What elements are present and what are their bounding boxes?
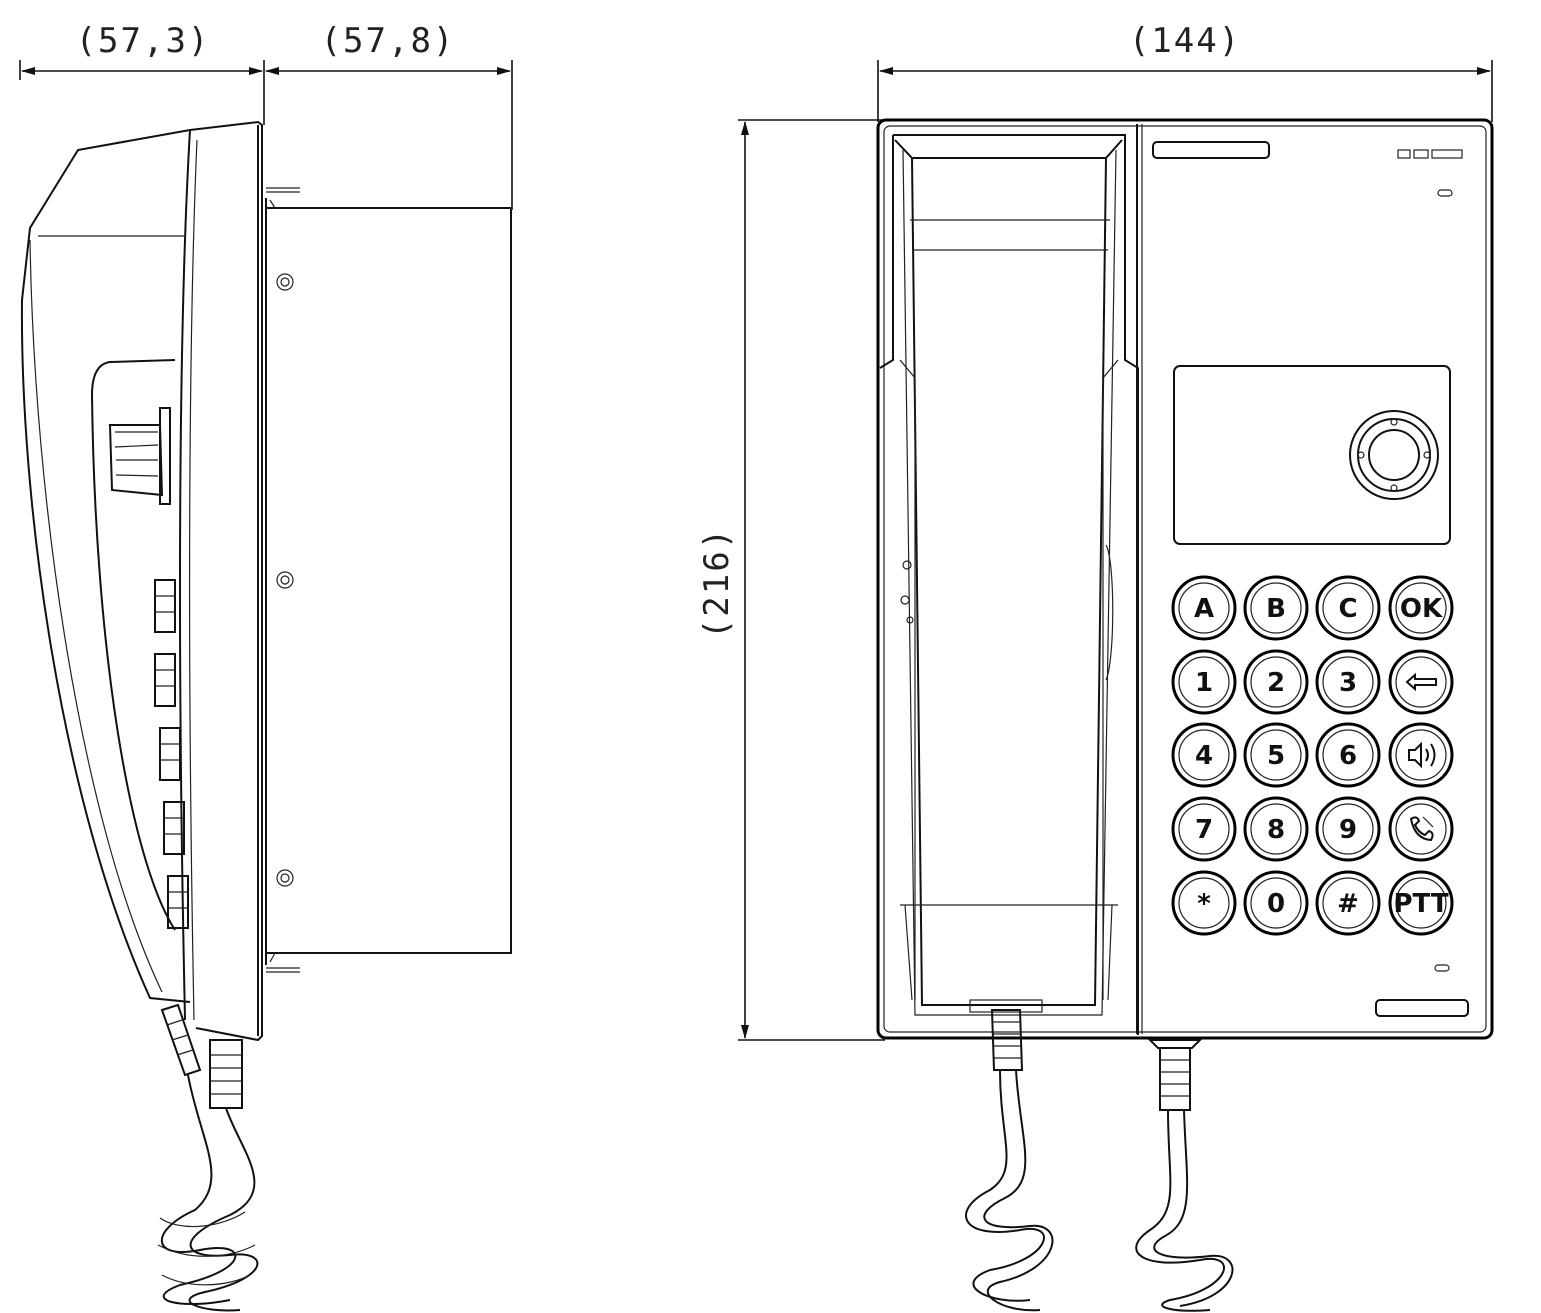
keypad-key-label: OK — [1400, 594, 1443, 624]
keypad-key[interactable]: C — [1315, 575, 1381, 641]
keypad-key[interactable]: A — [1171, 575, 1237, 641]
keypad-key[interactable]: 6 — [1315, 722, 1381, 788]
dimension-depth-left-label: (57,3) — [76, 21, 211, 61]
dimension-height: (216) — [697, 119, 885, 1041]
keypad-key[interactable]: 9 — [1315, 796, 1381, 862]
keypad-key[interactable]: 4 — [1171, 722, 1237, 788]
keypad-key[interactable] — [1388, 722, 1454, 788]
keypad-key[interactable]: 8 — [1243, 796, 1309, 862]
keypad-key-label: 3 — [1339, 668, 1357, 698]
coiled-cord-side — [157, 1074, 259, 1312]
keypad-key[interactable]: * — [1171, 870, 1237, 936]
top-label-slot — [1152, 141, 1270, 159]
keypad-key-label: C — [1338, 594, 1357, 624]
dimension-height-label: (216) — [697, 527, 737, 639]
dimension-width: (144) — [877, 21, 1493, 122]
status-led-icon — [1397, 149, 1463, 159]
speaker-icon — [1408, 741, 1436, 769]
keypad-key-label: 9 — [1339, 815, 1357, 845]
front-plate-side — [178, 120, 263, 1042]
keypad-key-label: A — [1194, 594, 1214, 624]
keypad-key-label: 0 — [1267, 889, 1285, 919]
keypad-key[interactable]: 7 — [1171, 796, 1237, 862]
screw-icon — [276, 869, 294, 887]
microphone-slot-top — [1437, 189, 1453, 197]
keypad-key-label: 7 — [1195, 815, 1213, 845]
screw-icon — [276, 273, 294, 291]
camera-window — [1173, 365, 1451, 545]
dimension-width-label: (144) — [1129, 21, 1241, 61]
keypad-key-label: # — [1337, 889, 1359, 919]
keypad-key[interactable]: 2 — [1243, 649, 1309, 715]
cord-connector-side — [160, 1003, 243, 1109]
keypad-key-label: 5 — [1267, 741, 1285, 771]
keypad-key-label: 1 — [1195, 668, 1213, 698]
volume-knob-side — [108, 407, 171, 505]
hook-switch — [900, 544, 1114, 681]
side-buttons — [154, 579, 189, 929]
keypad-key-label: 6 — [1339, 741, 1357, 771]
coiled-cord-front-handset — [965, 1069, 1054, 1312]
dimension-depth-left: (57,3) — [19, 21, 265, 125]
cord-connector-front-handset — [990, 1009, 1024, 1071]
keypad-key[interactable]: B — [1243, 575, 1309, 641]
dimension-depth-right-label: (57,8) — [321, 21, 456, 61]
keypad-key[interactable]: 0 — [1243, 870, 1309, 936]
backspace-icon — [1405, 672, 1437, 692]
handset-side — [20, 129, 191, 1003]
keypad-key[interactable]: # — [1315, 870, 1381, 936]
handset-front — [879, 134, 1139, 1035]
keypad-key-label: * — [1197, 889, 1211, 919]
mounting-box — [265, 187, 512, 973]
keypad-key[interactable]: OK — [1388, 575, 1454, 641]
hangup-icon — [1409, 816, 1434, 842]
camera-lens-icon — [1349, 410, 1439, 500]
keypad-key[interactable]: 1 — [1171, 649, 1237, 715]
coiled-cord-front-base — [1135, 1109, 1234, 1312]
bottom-label-slot — [1375, 999, 1469, 1017]
screw-icon — [276, 571, 294, 589]
dimension-depth-right: (57,8) — [265, 21, 513, 210]
keypad-key[interactable]: PTT — [1388, 870, 1454, 936]
microphone-slot-bottom — [1434, 964, 1450, 972]
keypad-key[interactable]: 3 — [1315, 649, 1381, 715]
cord-connector-front-base — [1147, 1039, 1203, 1111]
keypad-key-label: 2 — [1267, 668, 1285, 698]
keypad-key-label: B — [1266, 594, 1286, 624]
keypad: A B C OK 1 2 3 4 5 6 7 8 9 * 0 # PTT — [1171, 575, 1454, 936]
keypad-key[interactable] — [1388, 649, 1454, 715]
front-view: A B C OK 1 2 3 4 5 6 7 8 9 * 0 # PTT — [876, 118, 1494, 1312]
keypad-key[interactable] — [1388, 796, 1454, 862]
side-view — [20, 120, 512, 1312]
keypad-key-label: 4 — [1195, 741, 1213, 771]
keypad-key[interactable]: 5 — [1243, 722, 1309, 788]
keypad-key-label: PTT — [1393, 889, 1448, 919]
keypad-key-label: 8 — [1267, 815, 1285, 845]
